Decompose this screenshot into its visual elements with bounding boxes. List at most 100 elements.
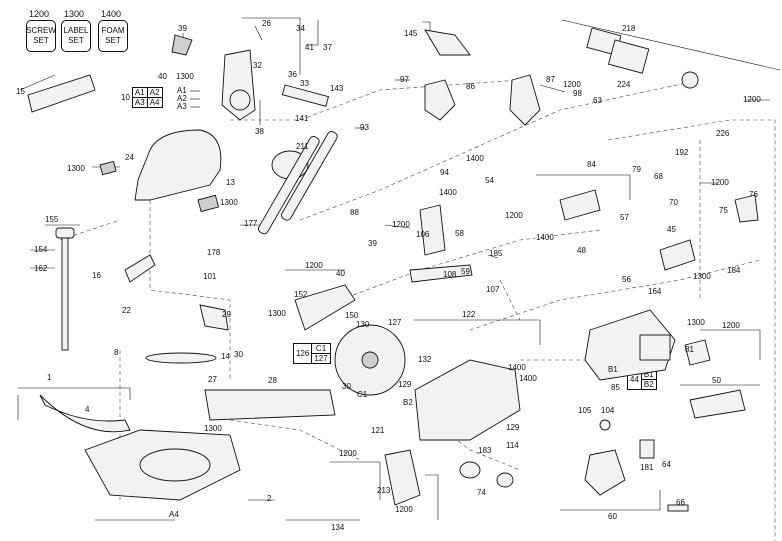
callout-label: 41 <box>305 43 314 52</box>
label-part <box>197 194 220 213</box>
callout-label: 145 <box>404 29 418 38</box>
callout-label: 134 <box>331 523 345 532</box>
callout-label: 1300 <box>67 164 85 173</box>
callout-label: 1300 <box>220 198 238 207</box>
callout-label: 105 <box>578 406 592 415</box>
callout-label: 30 <box>234 350 243 359</box>
callout-label: 1200 <box>711 178 729 187</box>
callout-label: A3 <box>177 102 187 111</box>
callout-label: 224 <box>617 80 631 89</box>
bevel-lock-part <box>584 449 626 496</box>
rod-part <box>281 84 330 107</box>
turntable-part <box>139 448 211 482</box>
label-set-line2: SET <box>68 36 84 45</box>
callout-label: 87 <box>546 75 555 84</box>
callout-label: 70 <box>669 198 678 207</box>
callout-label: B2 <box>403 398 413 407</box>
hold-down-knob-part <box>55 227 75 239</box>
part-shapes <box>27 27 759 512</box>
callout-label: 1200 <box>505 211 523 220</box>
cord-guide-part <box>659 239 696 271</box>
bearing-part <box>459 461 481 479</box>
knob-part <box>599 419 611 431</box>
callout-label: 121 <box>371 426 385 435</box>
belt-part <box>145 352 217 364</box>
callout-label: 30 <box>342 382 351 391</box>
dust-chute-part <box>384 449 421 506</box>
rail-part <box>281 131 338 221</box>
guard-fence-part <box>27 74 96 113</box>
callout-label: 185 <box>489 249 503 258</box>
callout-label: 24 <box>125 153 134 162</box>
handle-grip-part <box>559 189 601 221</box>
brush-holder-part <box>681 71 699 89</box>
assembly-guide-lines <box>59 79 776 540</box>
callout-label: 32 <box>253 61 262 70</box>
foam-set-line2: SET <box>105 36 121 45</box>
callout-label: 192 <box>675 148 689 157</box>
callout-label: 63 <box>593 96 602 105</box>
bracket-part <box>424 29 471 56</box>
callout-label: 129 <box>398 380 412 389</box>
callout-label: 76 <box>749 190 758 199</box>
upper-arm-part <box>294 284 356 331</box>
callout-labels: 39 26 34 41 37 40 1300 32 36 33 A1 A2 A3… <box>16 19 761 532</box>
callout-label: 28 <box>268 376 277 385</box>
callout-label: 1300 <box>687 318 705 327</box>
callout-label: 68 <box>654 172 663 181</box>
callout-label: A2 <box>177 94 187 103</box>
callout-label: 40 <box>158 72 167 81</box>
pin-part <box>667 504 689 512</box>
clamp-arm-part <box>124 254 156 283</box>
callout-label: A4 <box>169 510 179 519</box>
blade-flange-part <box>361 351 379 369</box>
callout-label: 93 <box>360 123 369 132</box>
callout-label: 81 <box>685 345 694 354</box>
callout-label: 129 <box>506 423 520 432</box>
callout-label: 211 <box>296 142 309 151</box>
screw-set-line1: SCREW <box>26 26 56 35</box>
bearing-part <box>496 472 514 488</box>
callout-label: 75 <box>719 206 728 215</box>
callout-label: 184 <box>727 266 741 275</box>
callout-label: 213 <box>377 486 391 495</box>
depth-stop-part <box>199 304 229 331</box>
table-126-cell: 127 <box>311 353 331 364</box>
callout-label: 39 <box>178 24 187 33</box>
callout-label: 38 <box>255 127 264 136</box>
foam-set-line1: FOAM <box>101 26 125 35</box>
callout-label: 88 <box>350 208 359 217</box>
callout-label: 22 <box>122 306 131 315</box>
callout-label: 33 <box>300 79 309 88</box>
lever-part <box>409 264 473 283</box>
callout-label: 1200 <box>392 220 410 229</box>
callout-label: 127 <box>388 318 402 327</box>
callout-label: 107 <box>486 285 500 294</box>
bracket-plate-part <box>419 204 446 256</box>
callout-label: 132 <box>418 355 432 364</box>
table-10-index: 10 <box>119 87 133 108</box>
callout-label: 1400 <box>519 374 537 383</box>
callout-label: 94 <box>440 168 449 177</box>
leader-lines <box>17 17 781 521</box>
label-set-line1: LABEL <box>63 26 89 35</box>
handle-head-part <box>424 79 456 121</box>
rail-part <box>258 136 320 235</box>
fence-part <box>204 389 336 421</box>
callout-label: 29 <box>222 310 231 319</box>
callout-label: 8 <box>114 348 119 357</box>
miter-scale-part <box>39 394 131 433</box>
callout-label: 39 <box>368 239 377 248</box>
callout-label: C1 <box>357 390 368 399</box>
callout-label: 1200 <box>339 449 357 458</box>
clamp-part <box>639 439 655 459</box>
callout-label: 79 <box>632 165 641 174</box>
callout-label: 108 <box>443 270 457 279</box>
gear-housing-part <box>414 359 521 441</box>
callout-label: 59 <box>461 267 470 276</box>
callout-label: 152 <box>294 290 308 299</box>
callout-label: 1200 <box>395 505 413 514</box>
callout-label: 178 <box>207 248 221 257</box>
